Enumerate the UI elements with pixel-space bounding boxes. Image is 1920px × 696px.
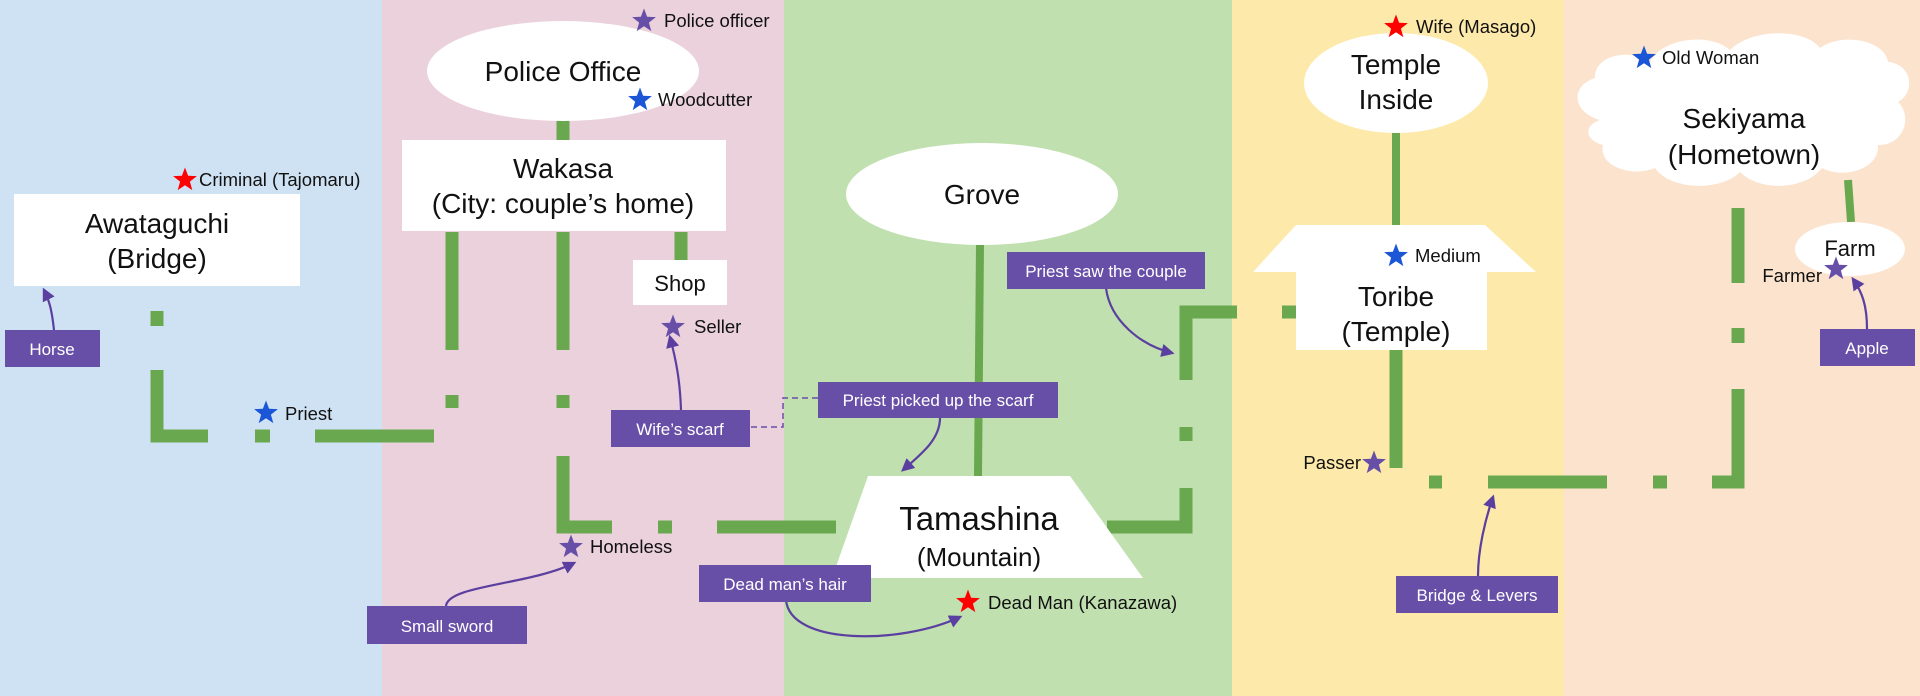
- character-stars: [173, 8, 1848, 613]
- medium-label: Medium: [1415, 245, 1481, 266]
- wakasa-label-2: (City: couple’s home): [432, 188, 694, 219]
- tag-priest-saw: [1007, 252, 1205, 289]
- arrow-dead-mans-hair: [784, 599, 963, 638]
- tag-apple: [1820, 329, 1915, 366]
- tag-wifes-scarf-label: Wife’s scarf: [636, 420, 724, 439]
- star-medium: [1384, 243, 1408, 267]
- temple-inside-label-1: Temple: [1351, 49, 1441, 80]
- star-priest: [254, 400, 278, 424]
- criminal-label: Criminal (Tajomaru): [199, 169, 360, 190]
- star-farmer: [1824, 256, 1848, 280]
- route-sekiyama-farm: [1844, 179, 1855, 223]
- star-wife: [1384, 14, 1408, 38]
- grove-label: Grove: [944, 179, 1020, 210]
- old-woman-label: Old Woman: [1662, 47, 1759, 68]
- toribe-label-1: Toribe: [1358, 281, 1434, 312]
- police-office-label: Police Office: [485, 56, 642, 87]
- route-sekiyama-corner: [1712, 389, 1745, 489]
- temple-inside-label-2: Inside: [1359, 84, 1434, 115]
- passer-label: Passer: [1303, 452, 1361, 473]
- police-office-ellipse: [427, 21, 699, 121]
- tag-priest-saw-label: Priest saw the couple: [1025, 262, 1187, 281]
- tag-apple-label: Apple: [1845, 339, 1888, 358]
- scarf-dashed-connector: [751, 397, 818, 428]
- route-lines: [150, 120, 1855, 534]
- tag-horse: [5, 330, 100, 367]
- seller-label: Seller: [694, 316, 741, 337]
- place-labels: Awataguchi (Bridge) Police Office Wakasa…: [85, 49, 1876, 572]
- star-criminal: [173, 167, 197, 191]
- arrow-priest-picked: [901, 417, 942, 472]
- tamashina-trapezoid: [832, 476, 1143, 578]
- tag-small-sword: [367, 606, 527, 644]
- tamashina-label-2: (Mountain): [917, 542, 1041, 572]
- tag-wifes-scarf: [611, 410, 750, 447]
- police-officer-label: Police officer: [664, 10, 770, 31]
- sekiyama-label-2: (Hometown): [1668, 139, 1820, 170]
- tag-small-sword-label: Small sword: [401, 617, 494, 636]
- tag-priest-picked-label: Priest picked up the scarf: [843, 391, 1034, 410]
- grove-ellipse: [846, 143, 1118, 245]
- arrow-apple: [1851, 276, 1869, 330]
- wife-label: Wife (Masago): [1416, 16, 1536, 37]
- dead-man-label: Dead Man (Kanazawa): [988, 592, 1177, 613]
- tamashina-label-1: Tamashina: [899, 500, 1059, 537]
- wakasa-box: [402, 140, 726, 231]
- awataguchi-label-2: (Bridge): [107, 243, 207, 274]
- homeless-label: Homeless: [590, 536, 672, 557]
- star-passer: [1362, 450, 1386, 474]
- arrow-bridge-levers: [1476, 494, 1496, 577]
- shop-label: Shop: [654, 271, 705, 296]
- star-homeless: [559, 534, 583, 558]
- priest-label: Priest: [285, 403, 332, 424]
- arrow-small-sword: [444, 561, 577, 607]
- route-to-toribe: [1179, 305, 1237, 380]
- tag-dead-mans-hair: [699, 565, 871, 602]
- arrow-wifes-scarf: [666, 334, 683, 411]
- awataguchi-label-1: Awataguchi: [85, 208, 229, 239]
- farm-label: Farm: [1824, 236, 1875, 261]
- star-police-officer: [632, 8, 656, 32]
- toribe-house: [1253, 225, 1536, 350]
- tag-bridge-levers: [1396, 576, 1558, 613]
- arrow-horse: [42, 287, 56, 331]
- woodcutter-label: Woodcutter: [658, 89, 752, 110]
- star-seller: [661, 314, 685, 338]
- sekiyama-cloud: [1577, 33, 1910, 186]
- tag-bridge-levers-label: Bridge & Levers: [1417, 586, 1538, 605]
- item-tags: Horse Wife’s scarf Priest picked up the …: [5, 252, 1915, 644]
- arrow-priest-saw: [1104, 287, 1175, 357]
- route-wakasa-corner: [556, 456, 612, 534]
- place-shapes: [14, 21, 1910, 578]
- awataguchi-box: [14, 194, 300, 286]
- tag-priest-picked: [818, 382, 1058, 418]
- shop-box: [633, 260, 727, 305]
- tag-horse-label: Horse: [29, 340, 74, 359]
- star-old-woman: [1632, 45, 1656, 69]
- wakasa-label-1: Wakasa: [513, 153, 614, 184]
- star-woodcutter: [628, 87, 652, 111]
- sekiyama-label-1: Sekiyama: [1683, 103, 1806, 134]
- route-grove-tamashina: [974, 244, 984, 477]
- tag-dead-mans-hair-label: Dead man’s hair: [723, 575, 847, 594]
- farmer-label: Farmer: [1762, 265, 1822, 286]
- route-awataguchi-corner: [150, 370, 208, 443]
- route-tamashina-right: [1107, 488, 1193, 534]
- character-labels: Police officer Woodcutter Criminal (Tajo…: [199, 10, 1822, 613]
- arrows: [42, 276, 1869, 638]
- temple-inside-ellipse: [1304, 33, 1488, 133]
- star-dead-man: [956, 589, 980, 613]
- farm-ellipse: [1795, 222, 1905, 276]
- toribe-label-2: (Temple): [1342, 316, 1451, 347]
